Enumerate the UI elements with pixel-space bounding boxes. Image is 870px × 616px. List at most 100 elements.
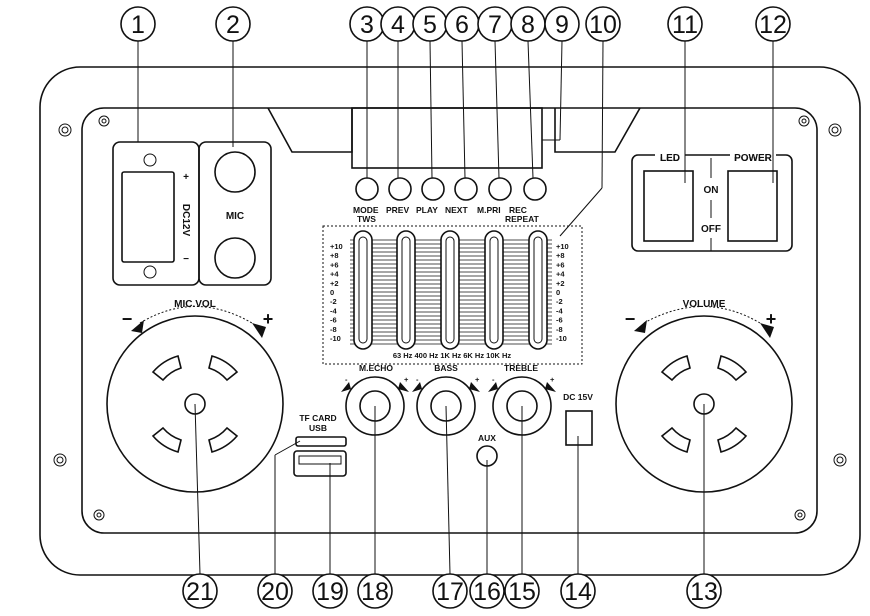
display-notch-right xyxy=(554,107,641,153)
svg-text:21: 21 xyxy=(186,578,214,606)
eq-scale-right-tick: 0 xyxy=(556,288,560,297)
m-echo-label: M.ECHO xyxy=(359,363,393,373)
mic-jack-1[interactable] xyxy=(214,151,256,193)
tws-label: TWS xyxy=(357,214,376,224)
eq-slider-6khz[interactable] xyxy=(484,230,504,350)
svg-text:POWER: POWER xyxy=(734,153,773,164)
callout-7: 7 xyxy=(477,6,513,42)
svg-text:+: + xyxy=(475,375,480,384)
svg-text:13: 13 xyxy=(690,578,718,606)
tf-card-label: TF CARD xyxy=(299,413,336,423)
callout-18: 18 xyxy=(357,573,393,609)
eq-scale-right-tick: -2 xyxy=(556,297,563,306)
rec-button[interactable] xyxy=(523,177,547,201)
dc12v-minus-label: − xyxy=(183,254,189,265)
svg-text:17: 17 xyxy=(436,578,464,606)
svg-text:8: 8 xyxy=(521,11,535,39)
eq-scale-left-tick: +4 xyxy=(330,270,339,279)
svg-text:LED: LED xyxy=(660,153,680,164)
mpri-button[interactable] xyxy=(488,177,512,201)
dc15v-socket[interactable] xyxy=(565,410,593,446)
on-label: ON xyxy=(704,185,719,196)
eq-scale-left-tick: 0 xyxy=(330,288,334,297)
callout-1: 1 xyxy=(120,6,156,42)
mic-jack-2[interactable] xyxy=(214,237,256,279)
svg-text:+: + xyxy=(404,375,409,384)
eq-scale-left-tick: +2 xyxy=(330,279,339,288)
callout-14: 14 xyxy=(560,573,596,609)
eq-scale-right-tick: +4 xyxy=(556,270,565,279)
svg-text:16: 16 xyxy=(473,578,501,606)
display-notch-left xyxy=(267,107,353,153)
led-switch[interactable] xyxy=(643,170,694,242)
next-button[interactable] xyxy=(454,177,478,201)
eq-scale-left: +10+8+6+4+20-2-4-6-8-10 xyxy=(330,242,343,343)
next-label: NEXT xyxy=(445,205,468,215)
eq-slider-10khz[interactable] xyxy=(528,230,548,350)
callout-15: 15 xyxy=(504,573,540,609)
off-label: OFF xyxy=(701,224,721,235)
eq-scale-left-tick: +10 xyxy=(330,242,343,251)
mic-vol-label: MIC.VOL xyxy=(174,299,216,310)
eq-scale-right-tick: +6 xyxy=(556,260,565,269)
svg-text:-: - xyxy=(345,375,348,384)
play-label: PLAY xyxy=(416,205,438,215)
eq-scale-left-tick: +6 xyxy=(330,260,339,269)
eq-slider-63hz[interactable] xyxy=(353,230,373,350)
power-switch[interactable] xyxy=(727,170,778,242)
callout-16: 16 xyxy=(469,573,505,609)
eq-scale-left-tick: +8 xyxy=(330,251,339,260)
eq-frame xyxy=(322,225,583,365)
eq-scale-right-tick: +8 xyxy=(556,251,565,260)
eq-scale-right-tick: -10 xyxy=(556,334,567,343)
prev-button[interactable] xyxy=(388,177,412,201)
svg-text:4: 4 xyxy=(391,11,405,39)
svg-text:18: 18 xyxy=(361,578,389,606)
eq-scale-right-tick: +2 xyxy=(556,279,565,288)
svg-text:11: 11 xyxy=(672,11,698,39)
eq-scale-right-tick: -4 xyxy=(556,306,563,315)
screw-holes xyxy=(53,115,847,521)
power-label: POWER xyxy=(734,153,773,164)
callout-8: 8 xyxy=(510,6,546,42)
play-button[interactable] xyxy=(421,177,445,201)
mode-label: MODE xyxy=(353,205,379,215)
volume-minus: − xyxy=(625,309,636,329)
mpri-label: M.PRI xyxy=(477,205,501,215)
usb-port[interactable] xyxy=(293,450,347,477)
tf-card-slot[interactable] xyxy=(295,436,347,447)
mic-vol-plus: + xyxy=(263,309,274,329)
mic-vol-minus: − xyxy=(122,309,133,329)
callout-leader-lines xyxy=(137,40,774,575)
eq-scale-right-tick: +10 xyxy=(556,242,569,251)
svg-text:5: 5 xyxy=(423,11,437,39)
callout-3: 3 xyxy=(349,6,385,42)
svg-text:-: - xyxy=(416,375,419,384)
mic-input-panel xyxy=(198,141,272,286)
eq-scale-right: +10+8+6+4+20-2-4-6-8-10 xyxy=(556,242,569,343)
svg-text:2: 2 xyxy=(226,11,240,39)
eq-scale-left-tick: -10 xyxy=(330,334,341,343)
aux-label: AUX xyxy=(478,433,496,443)
eq-scale-left-tick: -4 xyxy=(330,306,337,315)
eq-scale-left-tick: -6 xyxy=(330,316,337,325)
eq-scale-left-tick: -8 xyxy=(330,325,337,334)
bass-label: BASS xyxy=(434,363,458,373)
callout-13: 13 xyxy=(686,573,722,609)
callout-6: 6 xyxy=(444,6,480,42)
eq-slider-1khz[interactable] xyxy=(440,230,460,350)
repeat-label: REPEAT xyxy=(505,214,540,224)
eq-sliders xyxy=(353,230,548,350)
svg-text:6: 6 xyxy=(455,11,469,39)
treble-label: TREBLE xyxy=(504,363,538,373)
eq-slider-400hz[interactable] xyxy=(396,230,416,350)
small-knob-markers: - + - + - + xyxy=(341,375,556,392)
callout-bottom-row: 13 14 15 16 17 18 19 20 21 xyxy=(182,573,722,609)
callout-4: 4 xyxy=(380,6,416,42)
volume-label: VOLUME xyxy=(683,299,726,310)
svg-text:19: 19 xyxy=(316,578,344,606)
led-label: LED xyxy=(660,153,680,164)
rec-label: REC xyxy=(509,205,527,215)
mode-button[interactable] xyxy=(355,177,379,201)
